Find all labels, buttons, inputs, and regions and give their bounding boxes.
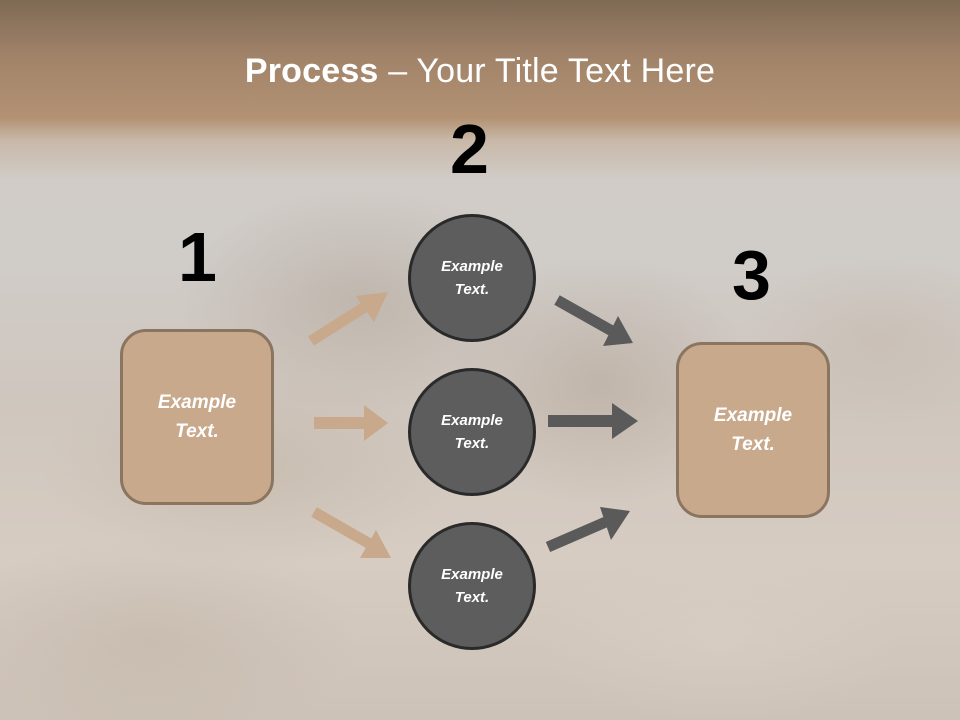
step-3-box: Example Text. [676, 342, 830, 518]
title-bold: Process [244, 52, 379, 90]
node-2-label-line1: Example [441, 412, 503, 429]
arrow-icon [311, 507, 391, 558]
node-3-label-line2: Text. [454, 589, 490, 606]
step-2-node-2: Example Text. [408, 368, 536, 496]
step-1-box: Example Text. [120, 329, 274, 505]
node-3-label-line1: Example [441, 566, 503, 583]
step-number-1: 1 [178, 218, 217, 296]
node-1-label-line1: Example [441, 258, 503, 275]
step-1-label-line1: Example [157, 392, 237, 413]
arrow-icon [548, 403, 638, 439]
step-number-2: 2 [450, 110, 489, 188]
step-1-label-line2: Text. [175, 421, 219, 442]
step-2-node-3: Example Text. [408, 522, 536, 650]
arrow-icon [554, 295, 633, 346]
step-3-label-line1: Example [713, 405, 793, 426]
arrow-icon [314, 405, 388, 441]
node-2-label-line2: Text. [454, 435, 490, 452]
title-rest: – Your Title Text Here [378, 52, 716, 90]
step-2-node-1: Example Text. [408, 214, 536, 342]
arrow-icon [545, 507, 630, 553]
node-1-label-line2: Text. [454, 281, 490, 298]
slide-title: Process – Your Title Text Here [0, 52, 960, 91]
step-3-label-line2: Text. [731, 434, 775, 455]
step-number-3: 3 [732, 236, 771, 314]
arrow-icon [308, 292, 388, 346]
